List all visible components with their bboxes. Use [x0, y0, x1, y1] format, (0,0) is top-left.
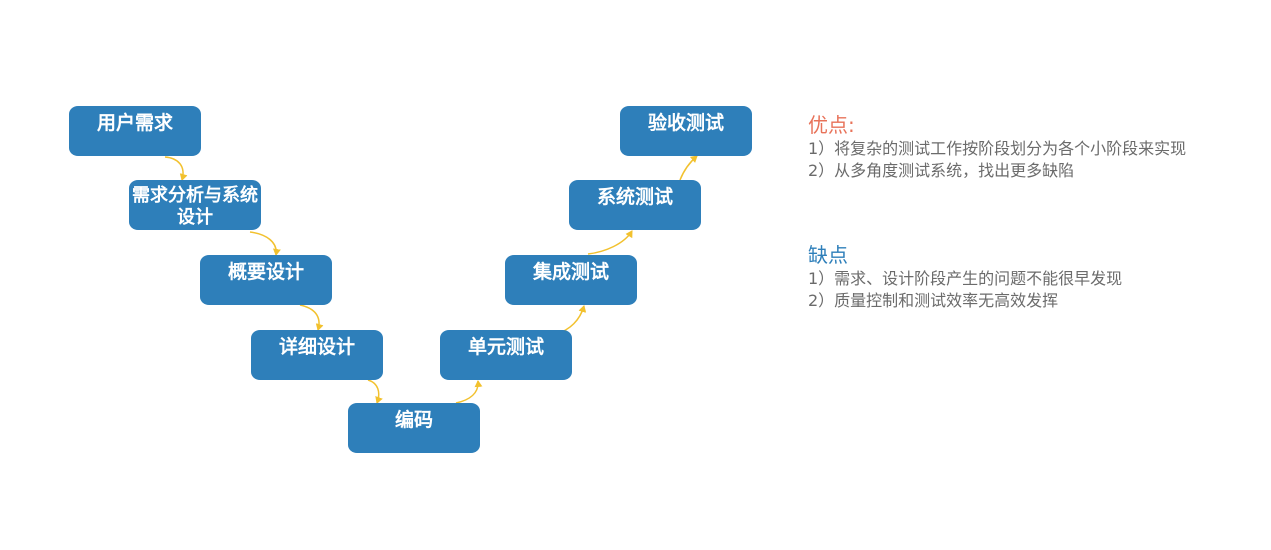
stage-acceptance-testing-label: 验收测试: [647, 112, 724, 134]
stage-unit-testing: 单元测试: [440, 330, 572, 380]
advantages-heading: 优点:: [808, 113, 855, 137]
stage-requirements-analysis: 需求分析与系统设计: [129, 180, 261, 230]
advantages-section: 优点: 1）将复杂的测试工作按阶段划分为各个小阶段来实现 2）从多角度测试系统，…: [808, 112, 1186, 182]
arrow-integration-to-system: [587, 230, 633, 255]
stage-acceptance-testing: 验收测试: [620, 106, 752, 156]
stage-high-level-design-label: 概要设计: [227, 261, 304, 283]
arrow-coding-to-unit: [455, 380, 483, 404]
stage-integration-testing-label: 集成测试: [532, 261, 609, 283]
stage-unit-testing-label: 单元测试: [467, 336, 544, 358]
stage-detailed-design: 详细设计: [251, 330, 383, 380]
advantage-item: 2）从多角度测试系统，找出更多缺陷: [808, 161, 1075, 180]
arrow-user-to-analysis: [164, 156, 188, 181]
stage-coding-label: 编码: [394, 409, 433, 431]
disadvantages-heading: 缺点: [808, 243, 848, 267]
stage-integration-testing: 集成测试: [505, 255, 637, 305]
stage-requirements-analysis-label: 需求分析与系统设计: [132, 185, 258, 228]
stage-coding: 编码: [348, 403, 480, 453]
arrow-high-level-to-detailed: [299, 304, 324, 331]
disadvantage-item: 2）质量控制和测试效率无高效发挥: [808, 291, 1059, 310]
stage-system-testing: 系统测试: [569, 180, 701, 230]
arrow-analysis-to-high-level: [249, 231, 281, 256]
stage-detailed-design-label: 详细设计: [278, 336, 355, 358]
advantage-item: 1）将复杂的测试工作按阶段划分为各个小阶段来实现: [808, 139, 1187, 158]
disadvantages-section: 缺点 1）需求、设计阶段产生的问题不能很早发现 2）质量控制和测试效率无高效发挥: [808, 242, 1122, 312]
stage-user-requirements-label: 用户需求: [96, 112, 173, 134]
disadvantage-item: 1）需求、设计阶段产生的问题不能很早发现: [808, 269, 1123, 288]
stage-high-level-design: 概要设计: [200, 255, 332, 305]
arrow-system-to-acceptance: [679, 155, 698, 181]
stage-user-requirements: 用户需求: [69, 106, 201, 156]
arrow-detailed-to-coding: [367, 379, 383, 404]
stage-system-testing-label: 系统测试: [596, 186, 673, 208]
